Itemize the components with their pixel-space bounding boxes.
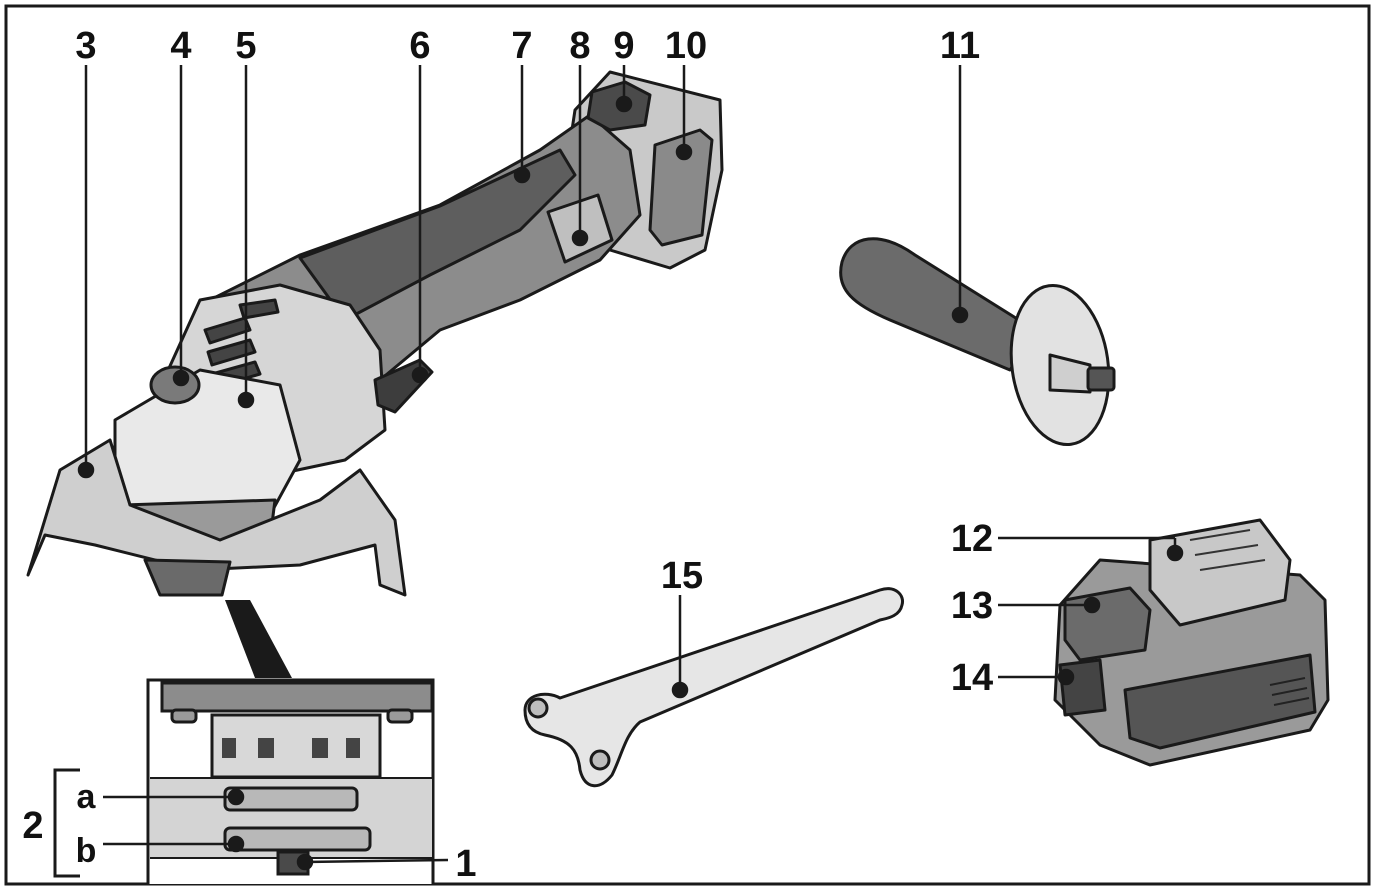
callout-3: 3 <box>75 25 96 67</box>
callout-13: 13 <box>951 585 993 627</box>
diagram-border <box>4 4 1371 886</box>
callout-5: 5 <box>235 25 256 67</box>
handle-thread <box>1086 366 1116 392</box>
battery-side-panel <box>1123 653 1317 750</box>
inset-collar-holes <box>222 738 360 758</box>
callout-11: 11 <box>940 25 980 67</box>
callout-8: 8 <box>569 25 590 67</box>
battery-slot <box>648 128 714 247</box>
callout-9: 9 <box>613 25 634 67</box>
callout-12: 12 <box>951 518 993 560</box>
battery-pack <box>1053 518 1330 767</box>
callout-10: 10 <box>665 25 707 67</box>
callout-2b: b <box>76 832 97 870</box>
two-pin-spanner <box>523 587 905 788</box>
callout-6: 6 <box>409 25 430 67</box>
spanner-pin-1 <box>527 697 549 719</box>
inset-gear-plate <box>160 681 434 713</box>
leader-lines <box>77 65 1184 871</box>
callout-4: 4 <box>170 25 191 67</box>
battery-contacts <box>1189 529 1266 571</box>
battery-release-button <box>1063 586 1152 662</box>
angle-grinder <box>26 70 724 597</box>
battery-charge-indicator <box>1058 658 1107 717</box>
flange-detail-inset <box>146 678 435 884</box>
callout-7: 7 <box>511 25 532 67</box>
auxiliary-handle <box>839 237 1116 447</box>
zoom-pointer <box>225 600 292 678</box>
spindle <box>143 558 232 597</box>
handle-stud <box>1048 353 1092 394</box>
outer-flange <box>223 826 372 852</box>
wheel-guard <box>26 438 407 597</box>
bracket-2 <box>53 768 80 878</box>
inner-flange <box>223 786 359 812</box>
spanner-body <box>523 587 905 788</box>
callout-15: 15 <box>661 555 703 597</box>
spanner-pin-2 <box>589 749 611 771</box>
battery-vent-ridges <box>1269 677 1310 706</box>
callout-2: 2 <box>22 805 43 847</box>
inset-bolt-left <box>170 708 198 724</box>
grip-band <box>298 148 577 322</box>
callout-1: 1 <box>455 843 476 885</box>
callout-2a: a <box>77 778 97 816</box>
handle-grip <box>839 237 1037 372</box>
callout-14: 14 <box>951 657 993 699</box>
inset-bolt-right <box>386 708 414 724</box>
